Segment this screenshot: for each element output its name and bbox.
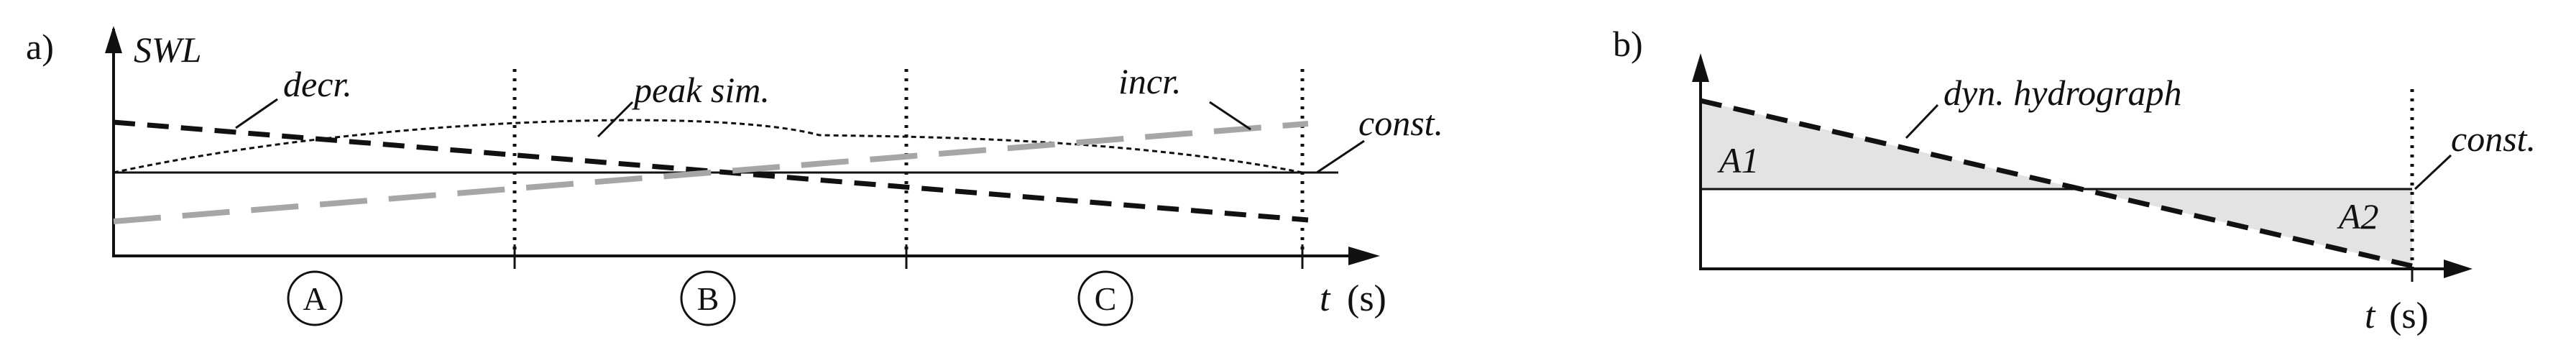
panel-a-incr-label: incr.: [1118, 61, 1182, 101]
segment-a-circle: [287, 270, 343, 326]
segment-c-label: C: [1095, 280, 1117, 317]
panel-a-x-axis-var: t: [1320, 278, 1331, 319]
panel-a-segment-a: A: [287, 270, 343, 326]
panel-a-segment-b: B: [680, 270, 736, 326]
panel-b-const-label: const.: [2451, 119, 2536, 159]
panel-a-decr-label: decr.: [283, 64, 352, 104]
panel-b-dyn-leader: [1905, 104, 1939, 139]
panel-b: b) dyn. hydrograph const. A1 A2 t (s): [1613, 24, 2536, 336]
panel-b-y-arrow: [1692, 53, 1709, 82]
panel-b-x-arrow: [2444, 260, 2472, 278]
panel-a: a) SWL decr. peak sim. incr. c: [26, 26, 1443, 326]
panel-a-segment-c: C: [1077, 270, 1133, 326]
segment-c-circle: [1077, 270, 1133, 326]
panel-a-x-arrow: [1348, 247, 1380, 265]
panel-a-incr-leader: [1209, 101, 1251, 131]
panel-a-decr-leader: [235, 98, 278, 129]
panel-b-area-a2-label: A2: [2337, 196, 2379, 237]
panel-b-label: b): [1613, 24, 1643, 64]
panel-a-const-leader: [1316, 139, 1365, 174]
panel-b-dyn-label: dyn. hydrograph: [1944, 73, 2181, 113]
panel-a-y-axis-label: SWL: [134, 29, 201, 70]
panel-a-peak-sim-curve: [113, 119, 1303, 174]
panel-b-dyn-line: [1700, 98, 2413, 269]
panel-a-y-arrow: [105, 26, 122, 53]
panel-b-x-axis-var: t: [2365, 295, 2376, 336]
segment-b-circle: [680, 270, 736, 326]
panel-b-area-a1-label: A1: [1717, 140, 1760, 180]
panel-b-x-axis-unit: (s): [2389, 295, 2429, 336]
panel-a-peak-leader: [597, 101, 634, 138]
panel-b-const-leader: [2414, 154, 2452, 191]
segment-a-label: A: [303, 280, 326, 317]
panel-a-peak-label: peak sim.: [632, 70, 770, 110]
panel-a-incr-line: [113, 121, 1309, 224]
segment-b-label: B: [697, 280, 719, 317]
panel-b-area-a1: [1701, 101, 2082, 189]
panel-a-x-axis-unit: (s): [1347, 278, 1386, 319]
panel-a-decr-line: [113, 119, 1309, 223]
panel-a-const-label: const.: [1358, 103, 1443, 143]
panel-a-label: a): [26, 27, 54, 67]
